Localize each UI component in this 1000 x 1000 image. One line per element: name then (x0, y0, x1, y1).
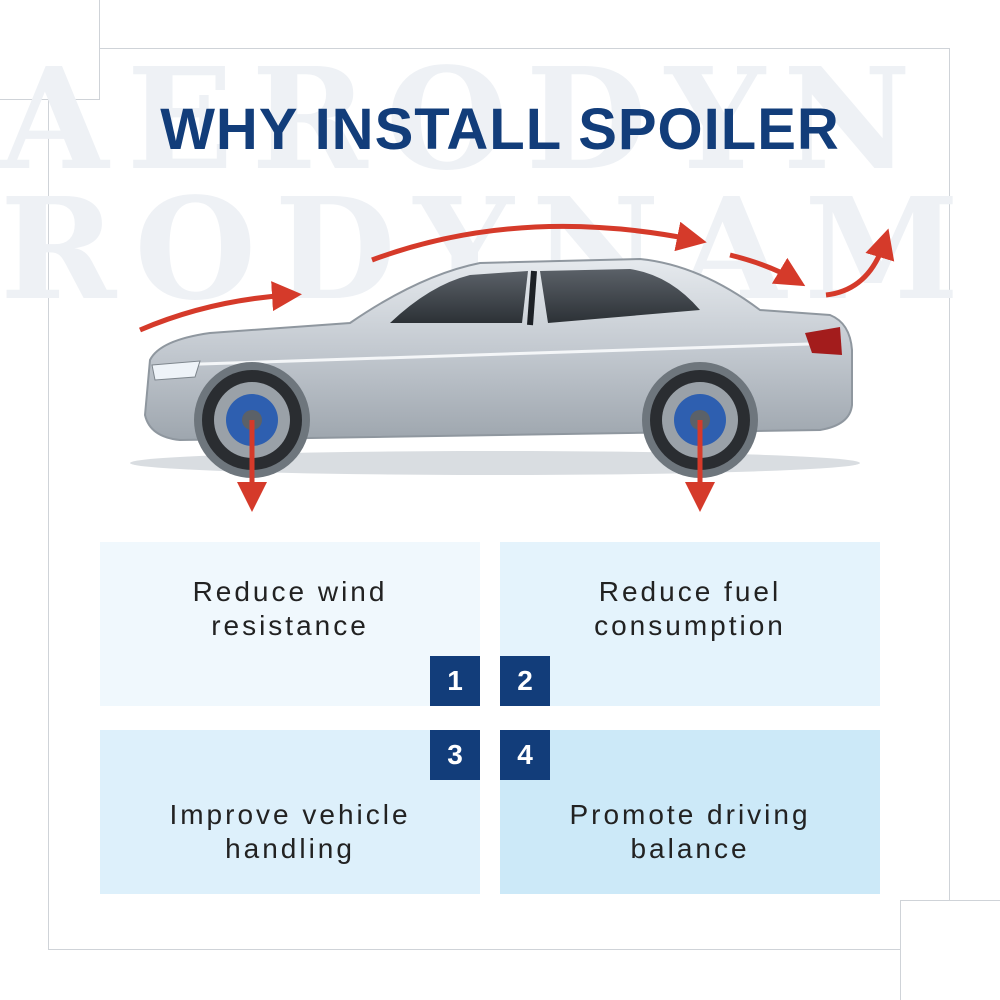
car-window-rear (540, 269, 700, 323)
benefit-text-line-2: handling (225, 833, 355, 864)
benefit-number-badge-1: 1 (430, 656, 480, 706)
benefit-number-badge-3: 3 (430, 730, 480, 780)
airflow-arrows (139, 221, 895, 512)
page-title: WHY INSTALL SPOILER (160, 97, 840, 162)
benefit-text-line-1: Reduce wind (192, 576, 388, 607)
benefit-text-line-2: consumption (594, 610, 786, 641)
benefit-number-badge-2: 2 (500, 656, 550, 706)
benefit-text-line-2: resistance (211, 610, 369, 641)
benefit-text-line-1: Promote driving (569, 799, 811, 830)
watermark-line-1: AERODYN (0, 50, 929, 190)
car-window-front (390, 271, 528, 323)
car-airflow-illustration (130, 221, 895, 512)
corner-decoration-top-left (0, 0, 100, 100)
benefit-number-badge-4: 4 (500, 730, 550, 780)
benefit-text-line-1: Improve vehicle (169, 799, 411, 830)
outer-frame (48, 48, 950, 950)
front-wheel (202, 370, 302, 470)
benefit-text-line-2: balance (630, 833, 750, 864)
corner-decoration-bottom-right (900, 900, 1000, 1000)
car-taillight (805, 327, 842, 355)
car-headlight (151, 360, 201, 381)
benefit-text-line-1: Reduce fuel (598, 576, 782, 607)
